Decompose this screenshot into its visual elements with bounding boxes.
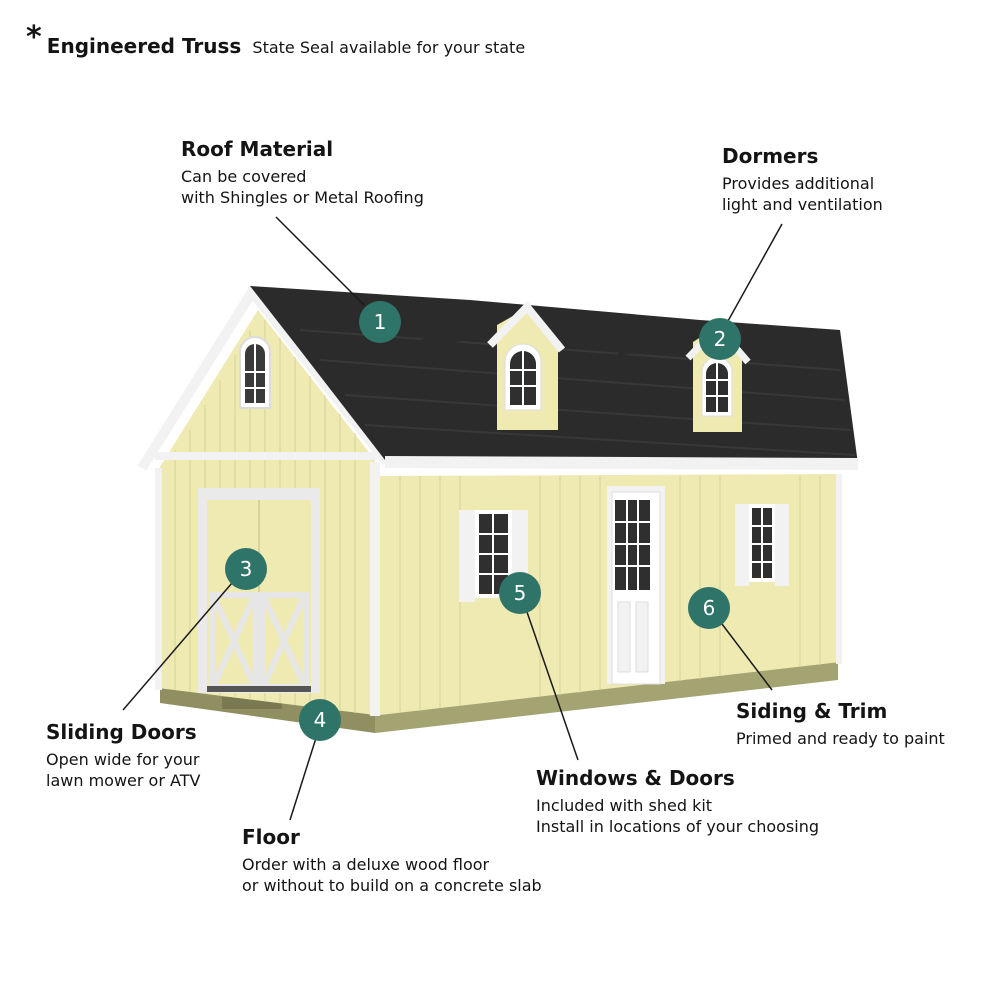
callout-siding-title: Siding & Trim [736,699,888,723]
callout-roof-title: Roof Material [181,137,334,161]
callout-floor-title: Floor [242,825,300,849]
leader-line-dormers [727,223,783,322]
callout-windows-doors: Windows & Doors Included with shed kit I… [536,766,819,837]
marker-5: 5 [499,572,541,614]
asterisk-icon: * [26,20,42,55]
callout-floor-line-2: or without to build on a concrete slab [242,876,542,895]
callout-sliding-doors: Sliding Doors Open wide for your lawn mo… [46,720,200,791]
callout-siding-trim: Siding & Trim Primed and ready to paint [736,699,945,749]
callout-floor: Floor Order with a deluxe wood floor or … [242,825,542,896]
callout-floor-line-1: Order with a deluxe wood floor [242,855,490,874]
marker-3-number: 3 [240,557,253,581]
callout-sliding-title: Sliding Doors [46,720,197,744]
leader-line-floor [289,737,317,821]
callout-dormers-line-2: light and ventilation [722,195,883,214]
marker-4-number: 4 [314,708,327,732]
callout-dormers-line-1: Provides additional [722,174,875,193]
callout-windows-title: Windows & Doors [536,766,735,790]
leader-line-windows [526,611,579,761]
sliding-doors [198,488,320,693]
side-wall [380,474,842,715]
page-header: * Engineered Truss State Seal available … [26,20,526,61]
callout-siding-line-1: Primed and ready to paint [736,729,945,748]
callout-windows-line-1: Included with shed kit [536,796,713,815]
marker-5-number: 5 [514,581,527,605]
callout-sliding-line-2: lawn mower or ATV [46,771,201,790]
callout-roof-line-1: Can be covered [181,167,307,186]
callout-windows-line-2: Install in locations of your choosing [536,817,819,836]
header-note: State Seal available for your state [252,38,526,57]
marker-6: 6 [688,587,730,629]
header-title: Engineered Truss [46,34,242,58]
callout-sliding-line-1: Open wide for your [46,750,200,769]
callout-roof-line-2: with Shingles or Metal Roofing [181,188,424,207]
marker-2: 2 [699,318,741,360]
leader-line-siding [721,623,773,691]
marker-1-number: 1 [374,310,387,334]
callout-roof-material: Roof Material Can be covered with Shingl… [181,137,424,208]
marker-2-number: 2 [714,327,727,351]
marker-1: 1 [359,301,401,343]
leader-line-roof [275,216,365,306]
marker-4: 4 [299,699,341,741]
dormer-1 [420,300,566,430]
callout-dormers: Dormers Provides additional light and ve… [722,144,883,215]
callout-dormers-title: Dormers [722,144,819,168]
leader-lines [122,216,783,821]
leader-line-sliding [122,582,233,711]
marker-3: 3 [225,548,267,590]
marker-6-number: 6 [703,596,716,620]
